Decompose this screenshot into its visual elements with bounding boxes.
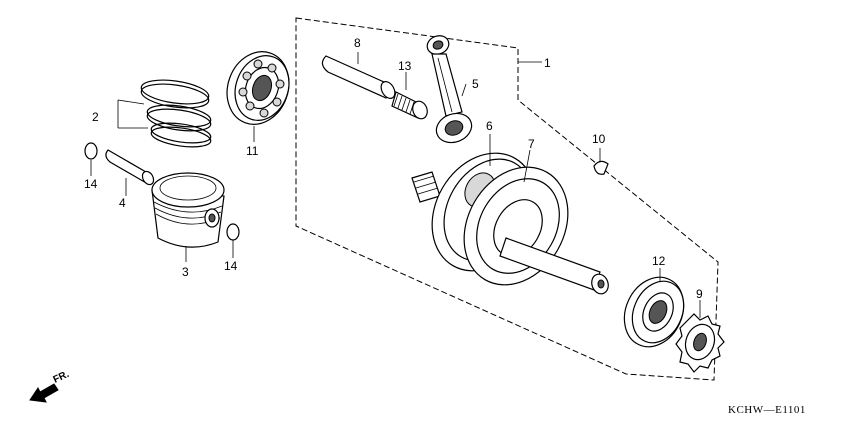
label-part-5: 5 [472, 77, 479, 91]
front-direction-marker: FR. [29, 369, 71, 403]
woodruff-key [593, 160, 609, 175]
label-part-7: 7 [528, 137, 535, 151]
crankshaft [411, 152, 609, 295]
label-part-2: 2 [92, 110, 99, 124]
label-part-12: 12 [652, 254, 666, 268]
piston-pin-left [105, 149, 155, 186]
label-part-3: 3 [182, 265, 189, 279]
label-part-14-left: 14 [84, 177, 98, 191]
label-part-14-right: 14 [224, 259, 238, 273]
piston [151, 172, 225, 248]
label-part-6: 6 [486, 119, 493, 133]
leader-lines [90, 52, 701, 318]
connecting-rod [426, 35, 473, 144]
label-part-9: 9 [696, 287, 703, 301]
label-part-8: 8 [354, 36, 361, 50]
bearing-right [623, 276, 685, 348]
front-label: FR. [52, 369, 71, 386]
diagram-code: KCHW—E1101 [728, 404, 806, 416]
circlip-left [84, 142, 98, 160]
piston-rings [140, 79, 212, 148]
label-part-11: 11 [246, 144, 259, 158]
bearing-left [226, 51, 290, 125]
label-part-4: 4 [119, 196, 126, 210]
label-part-13: 13 [398, 59, 412, 73]
needle-bearing [391, 91, 428, 120]
front-arrow-icon [29, 383, 59, 403]
timing-gear [675, 313, 725, 373]
label-part-10: 10 [592, 132, 606, 146]
circlip-right [226, 223, 240, 241]
label-part-1: 1 [544, 56, 551, 70]
crank-pin [321, 55, 396, 99]
